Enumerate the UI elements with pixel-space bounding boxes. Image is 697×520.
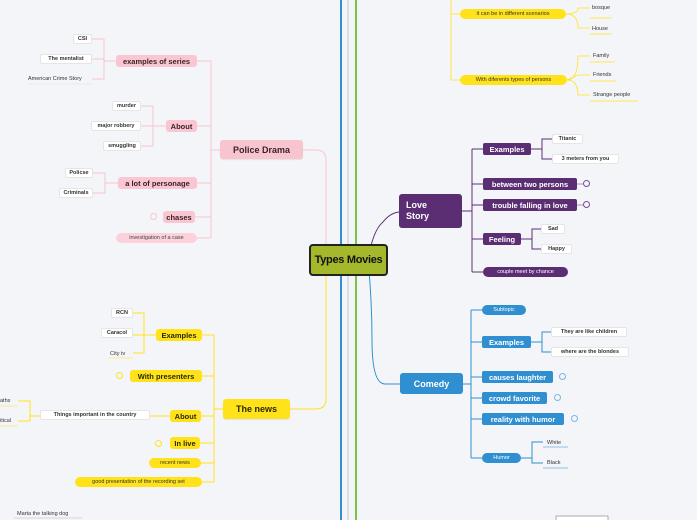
central-topic[interactable]: Types Movies xyxy=(309,244,388,276)
chases-collapse-bubble[interactable] xyxy=(150,213,157,220)
white-leaf[interactable]: White xyxy=(547,439,562,446)
house-leaf[interactable]: House xyxy=(592,25,608,32)
in-live-node[interactable]: In live xyxy=(170,437,200,449)
police-branches xyxy=(92,38,327,261)
murder-leaf[interactable]: murder xyxy=(112,101,141,111)
strange-people-leaf[interactable]: Strange people xyxy=(593,91,631,98)
love-bubble-links xyxy=(577,183,583,206)
comedy-examples-node[interactable]: Examples xyxy=(482,336,531,348)
subtopic-node[interactable]: Subtopic xyxy=(482,305,526,315)
american-crime-story-leaf[interactable]: American Crime Story xyxy=(28,75,82,82)
black-leaf[interactable]: Black xyxy=(547,459,561,466)
police-drama-node[interactable]: Police Drama xyxy=(220,140,303,159)
causes-laughter-node[interactable]: causes laughter xyxy=(482,371,553,383)
happy-leaf[interactable]: Happy xyxy=(541,244,572,254)
crowd-collapse-bubble[interactable] xyxy=(554,394,561,401)
presenters-collapse-bubble[interactable] xyxy=(116,372,123,379)
reality-collapse-bubble[interactable] xyxy=(571,415,578,422)
love-story-node[interactable]: Love Story xyxy=(399,194,462,228)
city-tv-leaf[interactable]: City tv xyxy=(110,350,126,357)
love-story-label-1: Love xyxy=(406,200,428,210)
caracol-leaf[interactable]: Caracol xyxy=(101,328,133,338)
sad-leaf[interactable]: Sad xyxy=(541,224,565,234)
love-examples-node[interactable]: Examples xyxy=(483,143,531,155)
police-about-node[interactable]: About xyxy=(166,120,197,132)
major-robbery-leaf[interactable]: major robbery xyxy=(91,121,141,131)
comedy-node[interactable]: Comedy xyxy=(400,373,463,394)
examples-of-series-node[interactable]: examples of series xyxy=(116,55,197,67)
itical-leaf[interactable]: itical xyxy=(0,417,12,424)
comedy-leaf-underlines xyxy=(543,446,568,469)
reality-humor-node[interactable]: reality with humor xyxy=(482,413,564,425)
crowd-favorite-node[interactable]: crowd favorite xyxy=(482,392,547,404)
between-two-persons-node[interactable]: between two persons xyxy=(483,178,577,190)
laughter-collapse-bubble[interactable] xyxy=(559,373,566,380)
top-right-branches xyxy=(450,0,638,102)
smuggling-leaf[interactable]: smuggling xyxy=(103,141,141,151)
3-meters-leaf[interactable]: 3 meters from you xyxy=(552,154,619,164)
family-leaf[interactable]: Family xyxy=(593,52,610,59)
csi-leaf[interactable]: CSI xyxy=(73,34,92,44)
love-branches xyxy=(367,138,552,273)
bottom-right-partial-node xyxy=(555,515,609,520)
recording-set-node[interactable]: good presentation of the recording set xyxy=(75,477,202,487)
between-collapse-bubble[interactable] xyxy=(583,180,590,187)
investigation-node[interactable]: investigation of a case xyxy=(116,233,197,243)
things-important-node[interactable]: Things important in the country xyxy=(40,410,150,420)
couple-meet-node[interactable]: couple meet by chance xyxy=(483,267,568,277)
chases-node[interactable]: chases xyxy=(163,211,195,223)
the-news-node[interactable]: The news xyxy=(223,399,290,419)
news-about-node[interactable]: About xyxy=(170,410,201,422)
news-examples-node[interactable]: Examples xyxy=(156,329,202,341)
scenarios-node[interactable]: it can be in different scenarios xyxy=(460,9,566,19)
titanic-leaf[interactable]: Titanic xyxy=(552,134,583,144)
aths-leaf[interactable]: aths xyxy=(0,397,11,404)
policse-leaf[interactable]: Policse xyxy=(65,168,93,178)
recent-news-node[interactable]: recent news xyxy=(149,458,201,468)
friends-leaf[interactable]: Friends xyxy=(593,71,612,78)
criminals-leaf[interactable]: Criminals xyxy=(59,188,93,198)
comedy-branches xyxy=(367,259,551,464)
like-children-leaf[interactable]: They are like children xyxy=(551,327,627,337)
persons-node[interactable]: With diferents types of persons xyxy=(460,75,567,85)
rcn-leaf[interactable]: RCN xyxy=(111,308,133,318)
humor-node[interactable]: Humor xyxy=(482,453,521,463)
trouble-falling-node[interactable]: trouble falling in love xyxy=(483,199,577,211)
the-mentalist-leaf[interactable]: The mentalist xyxy=(40,54,92,64)
marta-talking-dog-leaf[interactable]: Marta the talking dog xyxy=(17,510,69,517)
with-presenters-node[interactable]: With presenters xyxy=(130,370,202,382)
love-story-label-2: Story xyxy=(406,211,430,221)
trouble-collapse-bubble[interactable] xyxy=(583,201,590,208)
live-collapse-bubble[interactable] xyxy=(155,440,162,447)
bosque-leaf[interactable]: bosque xyxy=(592,4,611,11)
feeling-node[interactable]: Feeling xyxy=(483,233,521,245)
a-lot-of-personage-node[interactable]: a lot of personage xyxy=(118,177,197,189)
news-leaf-underlines xyxy=(0,357,133,427)
blondes-leaf[interactable]: where are the blondes xyxy=(551,347,629,357)
central-topic-label: Types Movies xyxy=(314,254,383,266)
